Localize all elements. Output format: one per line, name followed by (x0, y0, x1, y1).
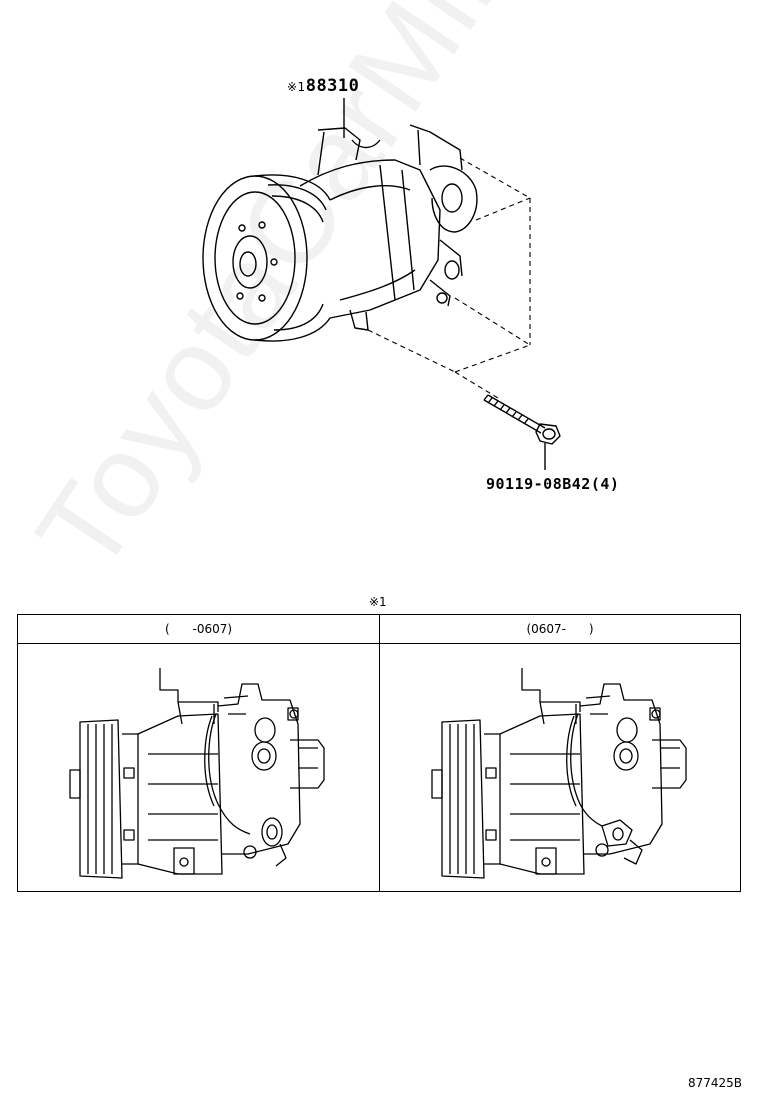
variant-drawing-early-area (18, 644, 380, 891)
compressor-side-view-early-icon (69, 668, 325, 879)
variants-note-mark: ※1 (369, 595, 387, 609)
pulley-icon (202, 174, 331, 342)
figure-reference: 877425B (687, 1076, 742, 1090)
variants-table: ( -0607) (17, 614, 741, 892)
compressor-exploded-drawing (202, 98, 561, 470)
variant-label-early: ( -0607) (164, 622, 233, 636)
main-part-number: 88310 (305, 76, 360, 96)
variant-column-late: (0607- ) (380, 615, 740, 891)
variant-drawing-late-area (380, 644, 740, 891)
variant-header-early: ( -0607) (18, 615, 379, 644)
bolt-part-label[interactable]: 90119-08B42(4) (486, 475, 620, 493)
bolt-icon (483, 394, 561, 445)
main-part-callout[interactable]: ※188310 (287, 76, 359, 96)
mounting-dash-lines (367, 157, 531, 399)
variant-header-late: (0607- ) (380, 615, 740, 644)
variant-label-late: (0607- ) (526, 622, 594, 636)
compressor-body-icon (299, 124, 478, 331)
variant-column-early: ( -0607) (18, 615, 380, 891)
main-part-mark: ※1 (287, 80, 306, 94)
compressor-side-view-late-icon (431, 668, 687, 879)
